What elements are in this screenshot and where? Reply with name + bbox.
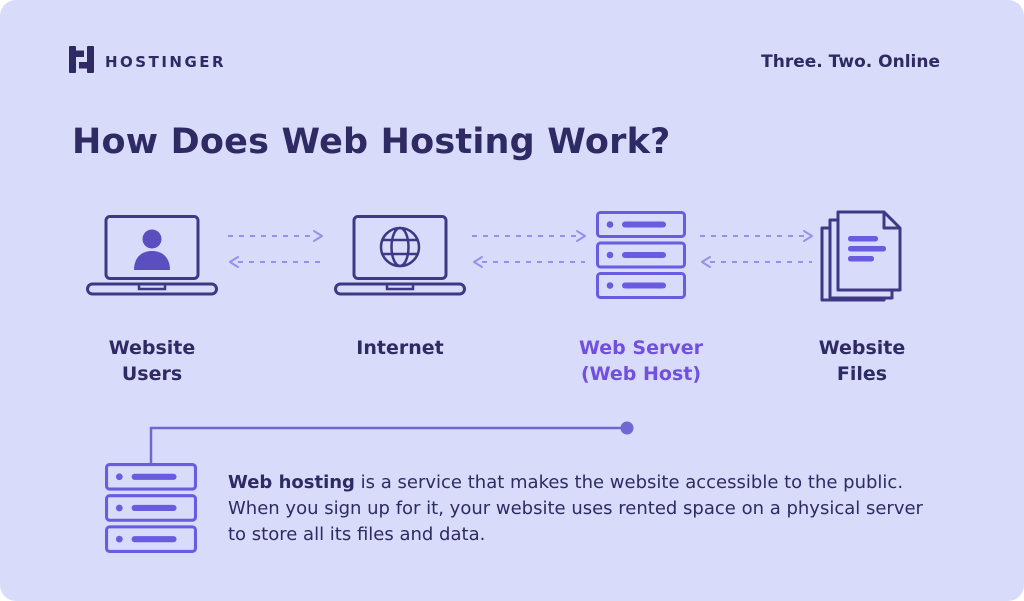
node-label-website-files: Website Files <box>818 337 906 385</box>
flow-node-internet: Internet <box>295 210 505 362</box>
callout-body: is a service that makes the website acce… <box>228 472 923 545</box>
page-title: How Does Web Hosting Work? <box>72 122 671 162</box>
tagline: Three. Two. Online <box>761 52 940 72</box>
flow-node-website-files: Website Files <box>757 210 967 388</box>
flow-node-web-server: Web Server (Web Host) <box>536 210 746 388</box>
node-label-internet: Internet <box>356 337 444 359</box>
laptop-globe-icon <box>295 210 505 302</box>
flow-node-website-users: Website Users <box>47 210 257 388</box>
callout-text: Web hosting is a service that makes the … <box>228 470 940 548</box>
node-label-website-users: Website Users <box>108 337 196 385</box>
node-label-web-server: Web Server (Web Host) <box>579 337 703 385</box>
callout-lead: Web hosting <box>228 472 355 493</box>
files-icon <box>757 210 967 302</box>
brand-name: HOSTINGER <box>105 52 227 71</box>
brand: HOSTINGER <box>68 46 226 77</box>
callout-server-icon <box>105 462 197 560</box>
server-stack-icon <box>536 210 746 302</box>
hostinger-logo-icon <box>68 46 95 77</box>
laptop-user-icon <box>47 210 257 302</box>
